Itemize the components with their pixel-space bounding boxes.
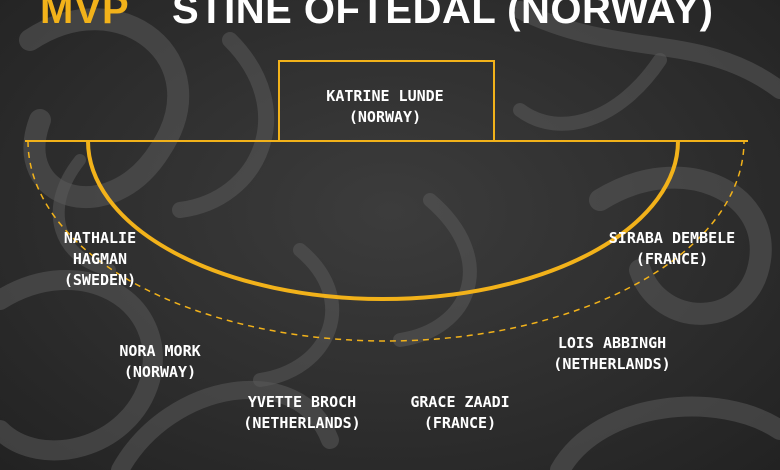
player-country: (FRANCE) <box>423 414 497 432</box>
player-left-wing: NATHALIE HAGMAN (SWEDEN) <box>40 228 160 291</box>
mvp-player-name: STINE OFTEDAL (NORWAY) <box>172 0 714 32</box>
player-left-back: NORA MORK (NORWAY) <box>90 341 230 383</box>
player-country: (NETHERLANDS) <box>553 355 671 373</box>
nine-meter-dashed-line <box>27 140 745 342</box>
player-country: (NORWAY) <box>348 108 422 126</box>
mvp-label: MVP <box>40 0 130 32</box>
player-name: LOIS ABBINGH <box>557 334 667 352</box>
six-meter-line <box>86 140 680 301</box>
player-country: (FRANCE) <box>635 250 709 268</box>
player-name: SIRABA DEMBELE <box>608 229 736 247</box>
player-country: (NORWAY) <box>123 363 197 381</box>
player-centre-back: YVETTE BROCH (NETHERLANDS) <box>222 392 382 434</box>
player-name: GRACE ZAADI <box>410 393 510 411</box>
player-name-first: NATHALIE <box>63 229 137 247</box>
player-right-wing: SIRABA DEMBELE (FRANCE) <box>592 228 752 270</box>
player-country: (NETHERLANDS) <box>243 414 361 432</box>
player-pivot: GRACE ZAADI (FRANCE) <box>390 392 530 434</box>
player-name: KATRINE LUNDE <box>326 87 444 105</box>
player-goalkeeper: KATRINE LUNDE (NORWAY) <box>305 86 465 128</box>
player-country: (SWEDEN) <box>63 271 137 289</box>
player-name: YVETTE BROCH <box>247 393 357 411</box>
player-name-last: HAGMAN <box>72 250 128 268</box>
player-right-back: LOIS ABBINGH (NETHERLANDS) <box>532 333 692 375</box>
player-name: NORA MORK <box>119 342 201 360</box>
